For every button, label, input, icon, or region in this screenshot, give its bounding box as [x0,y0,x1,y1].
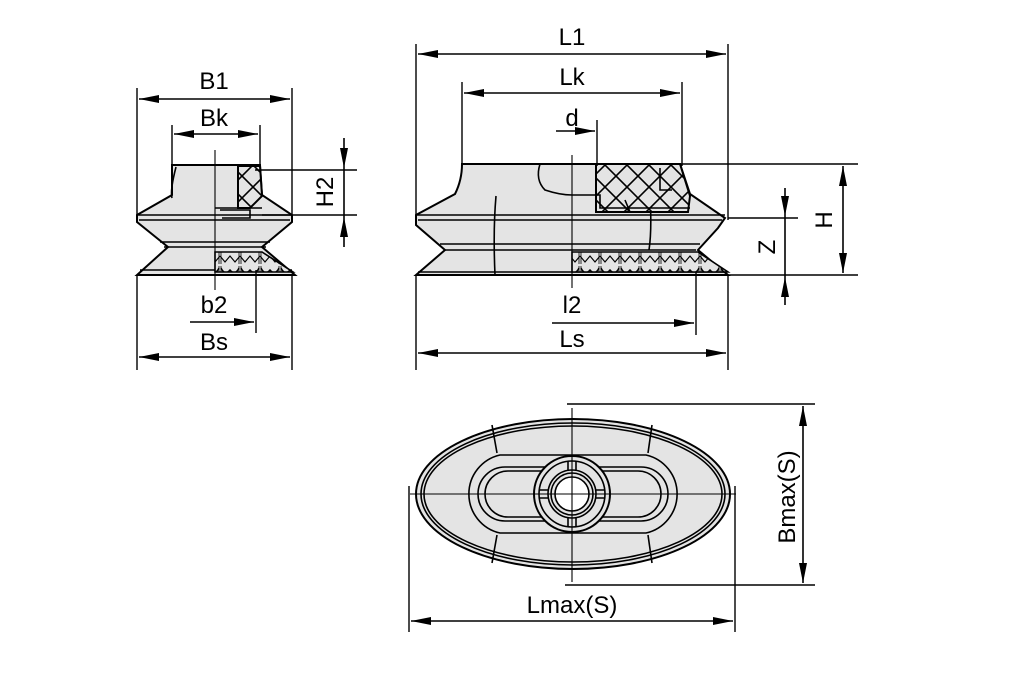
label-Z: Z [754,240,781,255]
label-b2: b2 [201,292,228,319]
label-B1: B1 [199,68,228,95]
label-H: H [811,211,838,228]
bottom-view [408,403,815,632]
side-section-waves [214,251,296,273]
label-Bmax: Bmax(S) [774,450,801,543]
label-l2: l2 [563,292,582,319]
label-Lmax: Lmax(S) [527,592,618,619]
side-section-hatch [237,165,264,209]
front-section-hatch [595,163,692,213]
label-Lk: Lk [559,64,585,91]
front-view [413,44,858,370]
label-L1: L1 [559,24,586,51]
label-d: d [565,105,578,132]
label-Bs: Bs [200,329,228,356]
label-H2: H2 [312,177,339,208]
side-view [134,88,357,370]
label-Bk: Bk [200,105,229,132]
label-Ls: Ls [559,326,584,353]
